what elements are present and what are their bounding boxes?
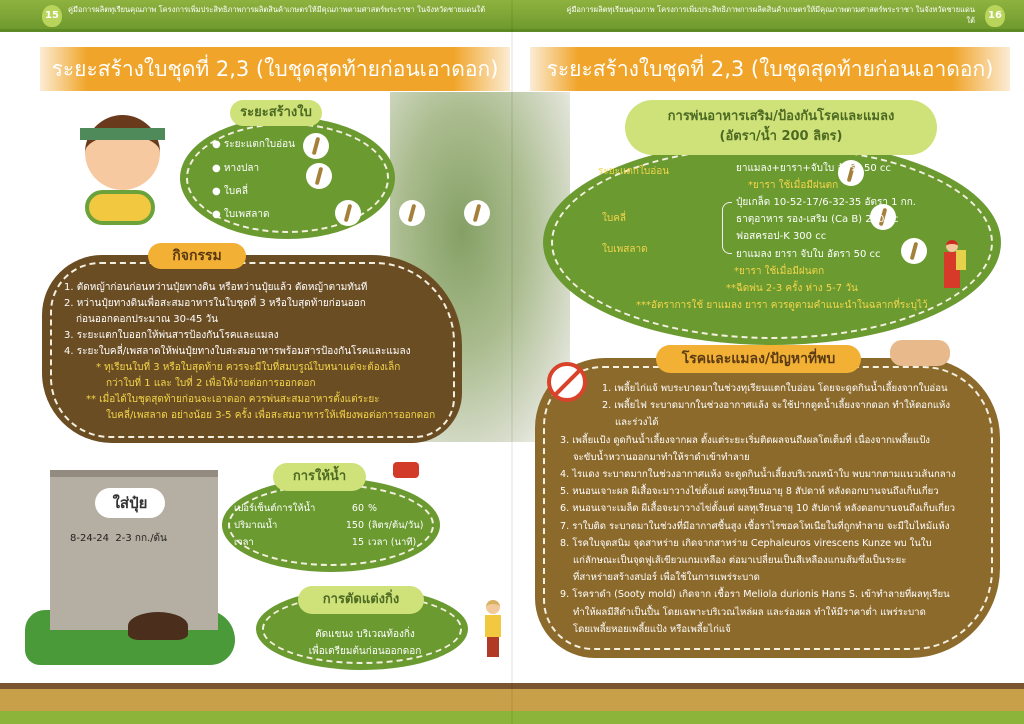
page-title-right: ระยะสร้างใบชุดที่ 2,3 (ใบชุดสุดท้ายก่อนเ…: [530, 47, 1010, 91]
pests-list: 1. เพลี้ยไก่แจ้ พบระบาดมาในช่วงทุเรียนแต…: [560, 380, 956, 638]
page-number-left: 15: [42, 5, 62, 27]
leaf-stage-item: ● ระยะแตกใบอ่อน: [212, 139, 295, 150]
activity-item: 1. ตัดหญ้าก่อนก่อนหว่านปุ๋ยทางดิน หรือหว…: [64, 282, 368, 293]
pests-label: โรคและแมลง/ปัญหาที่พบ: [656, 345, 861, 373]
pest-item: และร่วงได้: [615, 417, 659, 429]
mature-leaf-icon: [900, 238, 927, 264]
pest-item: จะขับน้ำหวานออกมาทำให้ราดำเข้าทำลาย: [573, 451, 750, 463]
dashed-border: [50, 262, 455, 438]
activity-item: ก่อนออกดอกประมาณ 30-45 วัน: [76, 314, 218, 325]
young-leaf-icon: [303, 133, 329, 159]
leaf-stage-item: ● หางปลา: [212, 163, 260, 174]
fertilizer-label: ใส่ปุ๋ย: [95, 488, 165, 518]
spray-label: การพ่นอาหารเสริม/ป้องกันโรคและแมลง(อัตรา…: [625, 100, 937, 155]
activity-item: 4. ระยะใบคลี่/เพสลาดให้พ่นปุ๋ยทางใบสะสมอ…: [64, 346, 411, 357]
pest-item: 5. หนอนเจาะผล ผีเสื้อจะมาวางไข่ตั้งแต่ ผ…: [560, 486, 939, 498]
activity-note: * ทุเรียนใบที่ 3 หรือใบสุดท้าย ควรจะมีใบ…: [96, 362, 401, 373]
pest-item: ทำให้ผลมีสีดำเป็นปื้น โดยเฉพาะบริเวณไหล่…: [573, 606, 926, 618]
young-leaf-icon: [838, 160, 865, 186]
unfold-leaf-icon: [869, 204, 896, 230]
activity-item: 2. หว่านปุ๋ยทางดินเพื่อสะสมอาหารในใบชุดท…: [64, 298, 366, 309]
brace: [722, 202, 732, 254]
leaf-stage-label: ระยะสร้างใบ: [230, 100, 322, 126]
pest-item: 3. เพลี้ยแป้ง ดูดกินน้ำเลี้ยงจากผล ตั้งแ…: [560, 434, 930, 446]
pest-item: ที่สาหร่ายสร้างสปอร์ เพื่อใช้ในการแพร่ระ…: [573, 572, 760, 584]
pest-item: 1. เพลี้ยไก่แจ้ พบระบาดมาในช่วงทุเรียนแต…: [602, 383, 948, 394]
spray-line: ยาแมลง ยารา จับใบ อัตรา 50 cc: [736, 249, 881, 260]
page-gutter: [511, 0, 513, 724]
mature-leaf-icon: [335, 200, 362, 226]
spray-note: **ฉีดพ่น 2-3 ครั้ง ห่าง 5-7 วัน: [726, 283, 858, 294]
spray-note: ***อัตราการใช้ ยาแมลง ยารา ควรดูตามคำแนะ…: [636, 300, 928, 311]
farmer-mascot-illustration: [70, 110, 180, 230]
pruning-label: การตัดแต่งกิ่ง: [298, 586, 424, 614]
fertilizer-rate: 8-24-24 2-3 กก./ต้น: [70, 533, 167, 544]
activity-note: กว่าใบที่ 1 และ ใบที่ 2 เพื่อให้ง่ายต่อก…: [106, 378, 316, 389]
pest-item: โดยเพลี้ยหอยเพลี้ยแป้ง หรือเพลี้ยไก่แจ้: [573, 623, 731, 635]
pest-item: 4. ไรแดง ระบาดมากในช่วงอากาศแห้ง จะดูดกิ…: [560, 469, 956, 481]
page-title-left: ระยะสร้างใบชุดที่ 2,3 (ใบชุดสุดท้ายก่อนเ…: [40, 47, 510, 91]
spray-note: *ยารา ใช้เมื่อมีฝนตก: [734, 266, 825, 277]
spray-stage-young: ระยะแตกใบอ่อน: [598, 166, 670, 177]
pest-item: 8. โรคใบจุดสนิม จุดสาหร่าย เกิดจากสาหร่า…: [560, 537, 932, 549]
sprayer-person-illustration: [940, 240, 966, 298]
pest-item: 7. ราใบติด ระบาดมาในช่วงที่มีอากาศชื้นสู…: [560, 520, 950, 532]
no-insect-icon: [547, 362, 587, 402]
leaf-stage-item: ● ใบคลี่: [212, 186, 248, 197]
worm-illustration: [890, 340, 950, 366]
soil-band: [0, 689, 1024, 711]
activity-note: ** เมื่อได้ใบชุดสุดท้ายก่อนจะเอาดอก ควรพ…: [86, 394, 380, 405]
fishtail-leaf-icon: [306, 163, 333, 189]
activity-note: ใบคลี่/เพสลาด อย่างน้อย 3-5 ครั้ง เพื่อส…: [106, 410, 436, 421]
pest-item: แก่ลักษณะเป็นจุดฟูเส้เขียวแกมเหลือง ต่อม…: [573, 555, 907, 567]
spray-note: *ยารา ใช้เมื่อมีฝนตก: [748, 180, 839, 191]
page-number-right: 16: [985, 5, 1005, 27]
pest-item: 9. โรคราดำ (Sooty mold) เกิดจาก เชื้อรา …: [560, 589, 950, 601]
grass-band: [0, 711, 1024, 724]
leaf-stage-item: ● ใบเพสลาด: [212, 209, 270, 220]
activity-item: 3. ระยะแตกใบออกให้พ่นสารป้องกันโรคและแมล…: [64, 330, 279, 341]
header-text-left: คู่มือการผลิตทุเรียนคุณภาพ โครงการเพิ่มป…: [68, 5, 486, 14]
right-header-band: [512, 0, 1024, 32]
pest-item: 6. หนอนเจาะเมล็ด ผีเสื้อจะมาวางไข่ตั้งแต…: [560, 503, 955, 515]
spray-line: ธาตุอาหาร รอง-เสริม (Ca B) 200 cc: [736, 214, 899, 225]
spray-stage-mature: ใบเพสลาด: [602, 244, 648, 255]
soil-border: [0, 683, 1024, 689]
watering-label: การให้น้ำ: [273, 463, 366, 491]
soil-mound: [128, 612, 188, 640]
spray-line: ปุ๋ยเกล็ด 10-52-17/6-32-35 อัตรา 1 กก.: [736, 197, 916, 208]
mature-leaf-icon: [464, 200, 491, 226]
spray-stage-unfold: ใบคลี่: [602, 213, 627, 224]
spray-line: ยาแมลง+ยารา+จับใบ อัตรา 50 cc: [736, 163, 891, 174]
spray-line: ฟอสครอป-K 300 cc: [736, 231, 827, 242]
pruning-text: ตัดแขนง บริเวณท้องกิ่งเพื่อเตรียมต้นก่อน…: [308, 629, 422, 657]
left-header-band: [0, 0, 512, 32]
header-text-right: คู่มือการผลิตทุเรียนคุณภาพ โครงการเพิ่มป…: [566, 5, 975, 25]
watering-can-icon: [393, 462, 419, 478]
pest-item: 2. เพลี้ยไฟ ระบาดมากในช่วงอากาศแล้ง จะใช…: [602, 400, 951, 412]
activities-list: 1. ตัดหญ้าก่อนก่อนหว่านปุ๋ยทางดิน หรือหว…: [64, 280, 435, 424]
activities-label: กิจกรรม: [148, 243, 246, 269]
pruning-farmer-illustration: [468, 595, 508, 660]
mature-leaf-icon: [399, 200, 426, 226]
